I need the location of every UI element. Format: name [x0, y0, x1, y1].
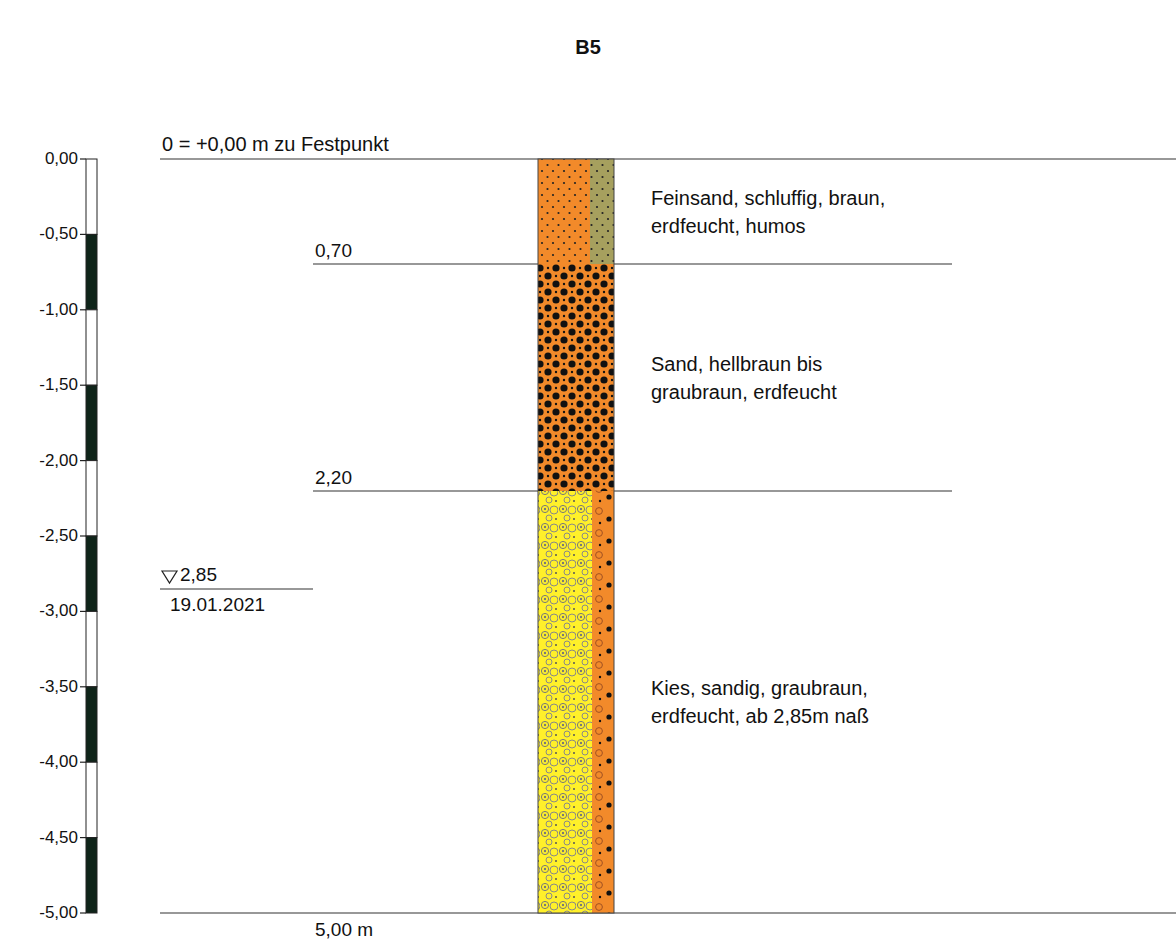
depth-scale-label: -3,00	[39, 601, 78, 621]
scale-tick	[80, 385, 86, 386]
depth-scale-label: 0,00	[45, 149, 78, 169]
depth-scale-label: -2,00	[39, 450, 78, 470]
scale-segment	[86, 234, 97, 309]
final-depth: 5,00 m	[315, 919, 373, 942]
scale-segment	[86, 687, 97, 762]
layer-depth: 0,70	[315, 240, 352, 263]
scale-segment	[86, 461, 97, 536]
scale-tick	[80, 686, 86, 687]
depth-scale-label: -2,50	[39, 526, 78, 546]
soil-layer: Sand, hellbraun bis graubraun, erdfeucht	[538, 264, 614, 491]
scale-tick	[80, 611, 86, 612]
scale-segment	[86, 762, 97, 837]
scale-tick	[80, 912, 86, 913]
depth-scale-label: -5,00	[39, 903, 78, 923]
layer-description: Kies, sandig, graubraun, erdfeucht, ab 2…	[651, 674, 901, 730]
scale-segment	[86, 159, 97, 234]
water-level-date: 19.01.2021	[170, 594, 265, 617]
depth-scale-label: -1,50	[39, 375, 78, 395]
scale-tick	[80, 837, 86, 838]
scale-tick	[80, 158, 86, 159]
soil-layer: Kies, sandig, graubraun, erdfeucht, ab 2…	[538, 491, 614, 913]
reference-note: 0 = +0,00 m zu Festpunkt	[162, 132, 389, 156]
depth-scale-label: -4,00	[39, 752, 78, 772]
depth-scale	[80, 159, 97, 913]
layer-description: Feinsand, schluffig, braun, erdfeucht, h…	[651, 184, 901, 240]
depth-scale-label: -0,50	[39, 224, 78, 244]
water-level-depth: 2,85	[180, 564, 217, 587]
layer-depth: 2,20	[315, 467, 352, 490]
scale-segment	[86, 385, 97, 460]
depth-scale-label: -4,50	[39, 827, 78, 847]
layer-lines	[160, 159, 1176, 913]
soil-column	[538, 159, 614, 913]
scale-tick	[80, 460, 86, 461]
scale-segment	[86, 536, 97, 611]
soil-layer: Feinsand, schluffig, braun, erdfeucht, h…	[538, 159, 614, 264]
scale-segment	[86, 310, 97, 385]
water-level-symbol	[162, 571, 177, 583]
scale-tick	[80, 762, 86, 763]
scale-tick	[80, 535, 86, 536]
scale-segment	[86, 838, 97, 913]
depth-scale-label: -3,50	[39, 677, 78, 697]
scale-tick	[80, 309, 86, 310]
depth-scale-label: -1,00	[39, 300, 78, 320]
scale-tick	[80, 234, 86, 235]
scale-segment	[86, 611, 97, 686]
borehole-title: B5	[575, 35, 601, 59]
layer-description: Sand, hellbraun bis graubraun, erdfeucht	[651, 350, 901, 406]
